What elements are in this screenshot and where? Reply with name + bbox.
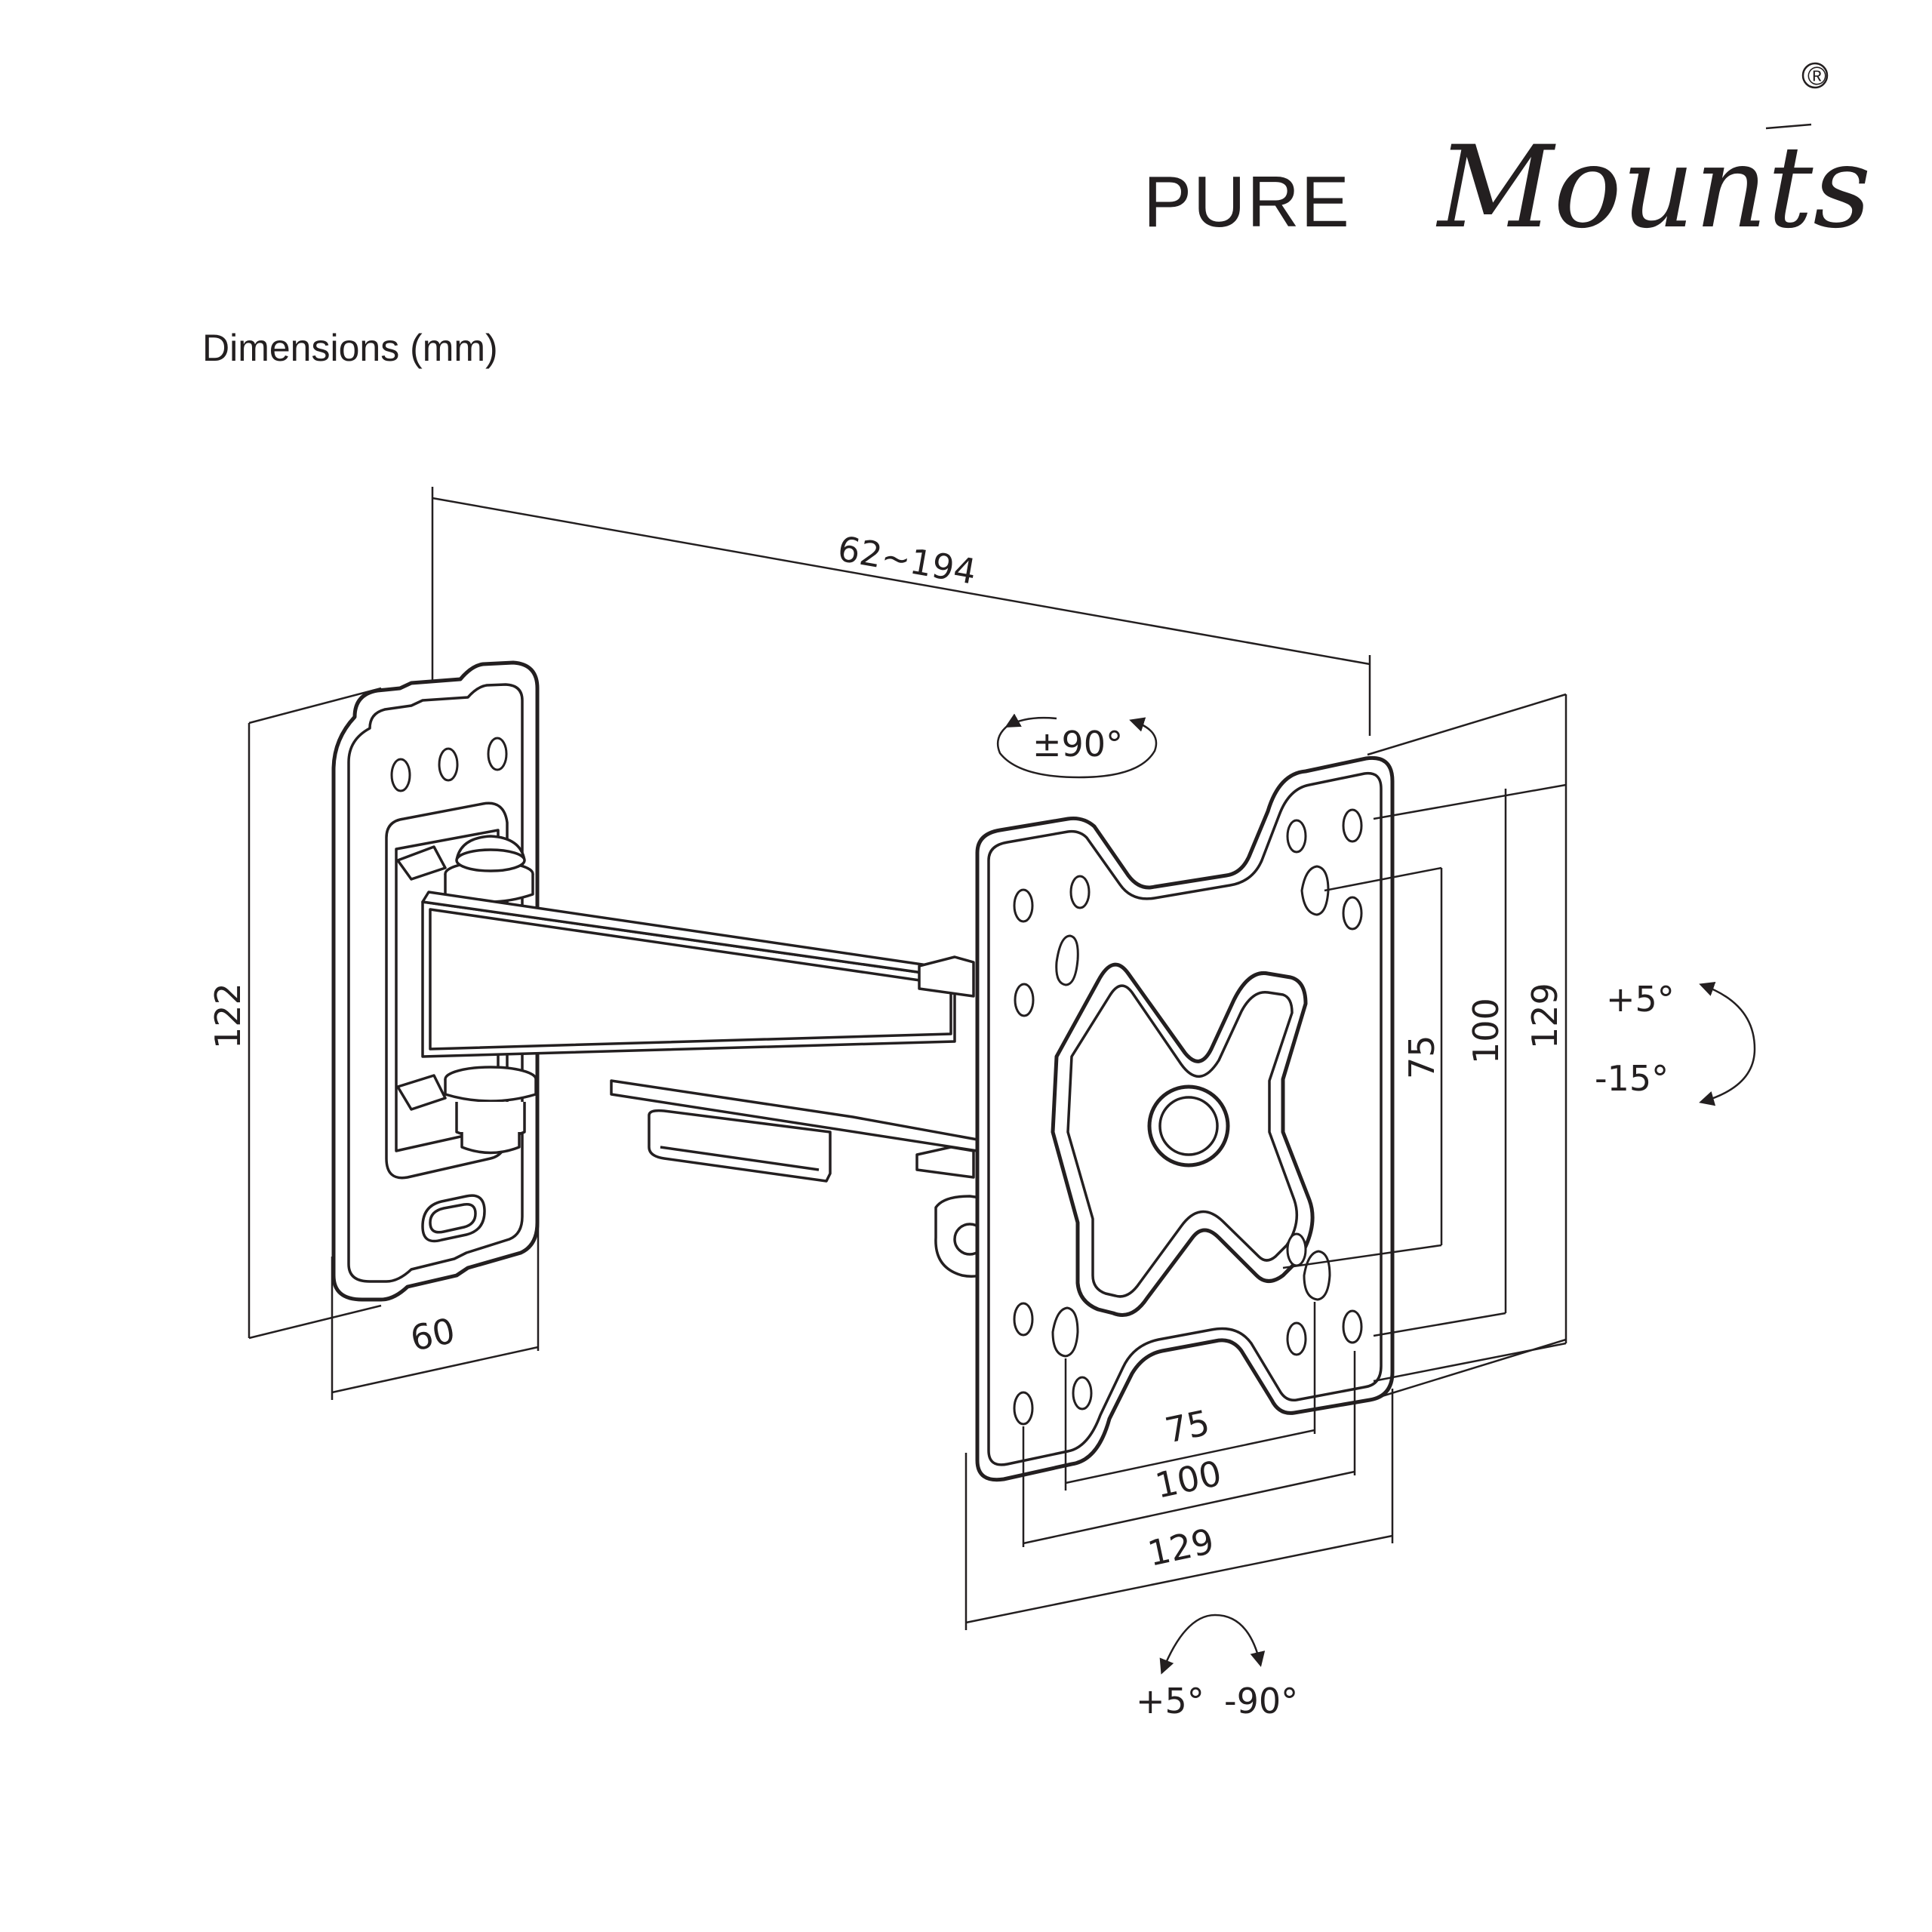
arm-extension-dimension: 62~194 [431,487,1371,736]
wall-plate-width-label: 60 [407,1310,458,1359]
registered-mark: ® [1807,62,1826,91]
vesa-horizontal-medium-label: 100 [1152,1453,1225,1506]
vesa-horizontal-dimensions: 75 100 129 [964,1302,1394,1630]
tilt-indicator: +5° -15° [1595,979,1756,1106]
registered-circle [1801,62,1829,89]
vesa-horizontal-large-label: 129 [1144,1521,1217,1574]
tilt-up-label: +5° [1606,979,1675,1020]
wall-plate-height-dimension: 122 [208,687,382,1340]
vesa-vertical-small-label: 75 [1401,1035,1442,1079]
vesa-vertical-large-label: 129 [1524,983,1565,1049]
swivel-indicator: +5° -90° [1136,1614,1298,1721]
pivot-assembly [444,835,537,1155]
tilt-down-label: -15° [1595,1058,1669,1099]
swivel-right-label: -90° [1224,1681,1298,1721]
rotation-indicator: ±90° [996,713,1158,779]
brand-logo: PURE Mounts ® [1143,62,1871,254]
rotation-label: ±90° [1032,724,1123,764]
wall-plate-height-label: 122 [208,983,248,1049]
swing-arm [421,891,998,1278]
brand-script: Mounts [1435,122,1871,254]
vesa-plate [975,755,1395,1482]
brand-word: PURE [1143,162,1351,242]
vesa-vertical-dimensions: 75 100 129 [1282,693,1567,1401]
vesa-vertical-medium-label: 100 [1466,998,1506,1064]
swivel-left-label: +5° [1136,1681,1204,1721]
vesa-horizontal-small-label: 75 [1161,1402,1213,1451]
page-title: Dimensions (mm) [202,327,498,369]
